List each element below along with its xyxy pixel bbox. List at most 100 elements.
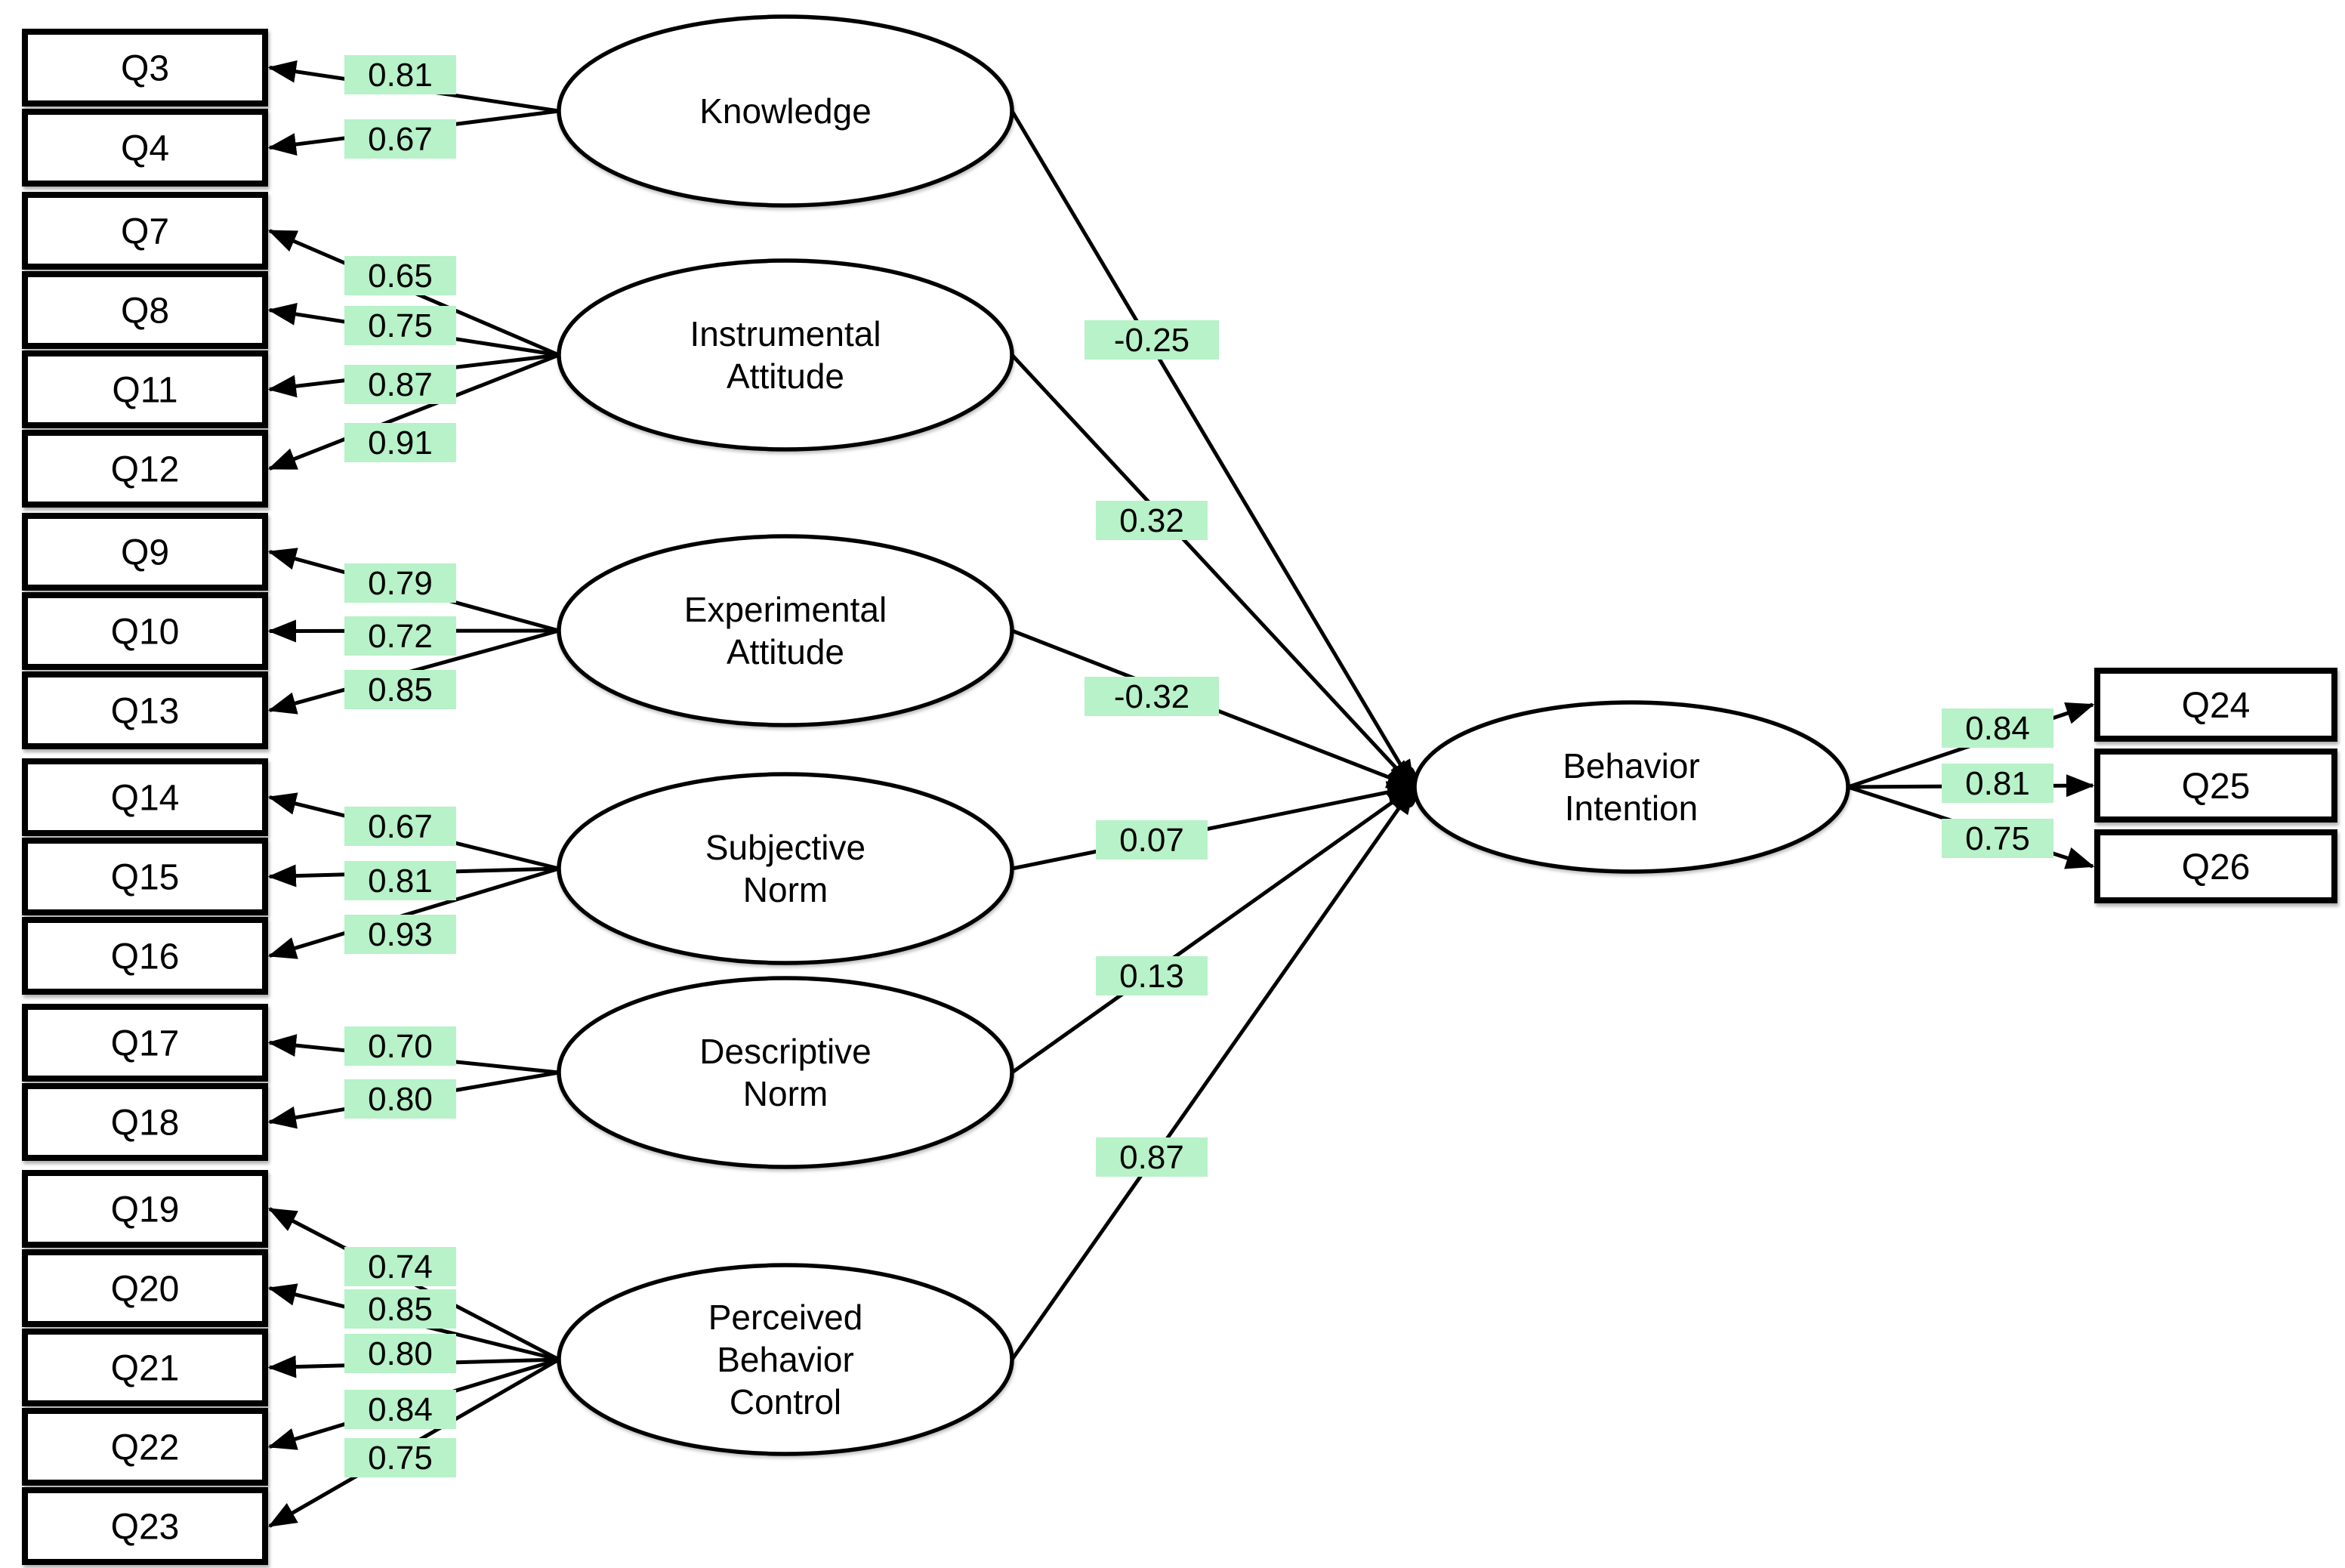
latent-perceived-behavior-control-ellipse <box>557 1263 1014 1456</box>
loading-value-q10-badge <box>344 616 456 656</box>
indicator-box-q14 <box>22 758 268 836</box>
path-coefficient-experimental-attitude: -0.32 <box>1114 678 1189 715</box>
latent-descriptive-norm-label-line: Descriptive <box>699 1032 872 1071</box>
indicator-box-q3 <box>22 29 268 106</box>
loading-value-q4-badge <box>344 119 456 159</box>
path-coefficient-instrumental-attitude: 0.32 <box>1119 502 1184 539</box>
indicator-label-q8: Q8 <box>121 292 169 332</box>
path-arrow-instrumental-attitude-to-behavior-intention <box>1011 353 1415 789</box>
outcome-behavior-intention-label-line: Behavior <box>1563 746 1700 786</box>
path-coefficient-perceived-behavior-control: 0.87 <box>1119 1139 1184 1176</box>
latent-instrumental-attitude-label-line: Instrumental <box>690 314 881 353</box>
indicator-box-q24 <box>2094 668 2337 742</box>
latent-experimental-attitude-label-line: Attitude <box>727 632 844 671</box>
indicator-label-q10: Q10 <box>111 613 180 653</box>
indicator-label-q17: Q17 <box>111 1024 180 1064</box>
indicator-label-q24: Q24 <box>2182 686 2251 726</box>
path-coefficient-subjective-norm: 0.07 <box>1119 822 1184 859</box>
indicator-box-q11 <box>22 350 268 428</box>
indicator-label-q9: Q9 <box>121 533 169 573</box>
loading-value-q18-badge <box>344 1079 456 1119</box>
path-coefficient-descriptive-norm: 0.13 <box>1119 958 1184 995</box>
loading-value-q13-badge <box>344 670 456 709</box>
loading-value-q17-badge <box>344 1026 456 1066</box>
loading-value-q26: 0.75 <box>1965 820 2030 857</box>
latent-experimental-attitude-ellipse <box>557 534 1014 727</box>
latent-descriptive-norm-ellipse <box>557 976 1014 1169</box>
latent-perceived-behavior-control-label-line: Control <box>730 1382 841 1421</box>
indicator-label-q23: Q23 <box>111 1508 180 1548</box>
indicator-box-q13 <box>22 671 268 749</box>
loading-value-q9-badge <box>344 563 456 603</box>
loading-value-q11: 0.87 <box>368 366 433 403</box>
path-coefficient-experimental-attitude-badge <box>1085 677 1219 716</box>
indicator-box-q17 <box>22 1004 268 1082</box>
path-coefficient-perceived-behavior-control-badge <box>1096 1137 1208 1177</box>
coefficient-badge-layer: -0.250.810.670.320.650.750.870.91-0.320.… <box>344 55 2053 1477</box>
indicator-box-q12 <box>22 430 268 508</box>
outcome-behavior-intention-label-line: Intention <box>1565 789 1698 828</box>
loading-value-q3: 0.81 <box>368 57 433 94</box>
loading-value-q8: 0.75 <box>368 307 433 344</box>
loading-value-q18: 0.80 <box>368 1081 433 1118</box>
loading-value-q19-badge <box>344 1247 456 1286</box>
indicator-label-q19: Q19 <box>111 1190 180 1230</box>
latent-perceived-behavior-control-label-line: Perceived <box>708 1298 863 1337</box>
loading-value-q23-badge <box>344 1438 456 1477</box>
latent-perceived-behavior-control-label-line: Behavior <box>717 1340 854 1379</box>
indicator-label-q12: Q12 <box>111 450 180 490</box>
loading-value-q14-badge <box>344 807 456 846</box>
latent-knowledge-label: Knowledge <box>699 91 872 131</box>
loading-arrow-instrumental-attitude-to-q12 <box>267 353 560 471</box>
latent-subjective-norm-label-line: Norm <box>743 870 828 909</box>
indicator-label-q15: Q15 <box>111 858 180 898</box>
indicator-label-q3: Q3 <box>121 49 169 89</box>
loading-value-q24: 0.84 <box>1965 710 2030 747</box>
latent-subjective-norm-ellipse <box>557 772 1014 965</box>
indicator-label-q7: Q7 <box>121 212 169 252</box>
arrow-convergence-blob <box>1402 767 1418 807</box>
indicator-label-q14: Q14 <box>111 779 180 819</box>
latent-knowledge-label-line: Knowledge <box>699 91 872 131</box>
indicator-box-q19 <box>22 1170 268 1248</box>
indicator-box-q10 <box>22 592 268 670</box>
loading-value-q20-badge <box>344 1289 456 1329</box>
indicator-box-q4 <box>22 109 268 187</box>
latent-experimental-attitude-label-line: Experimental <box>684 590 887 629</box>
indicator-box-q23 <box>22 1487 268 1565</box>
loading-value-q12-badge <box>344 423 456 462</box>
path-coefficient-subjective-norm-badge <box>1096 820 1208 860</box>
loading-value-q21: 0.80 <box>368 1335 433 1372</box>
indicator-box-q26 <box>2094 829 2337 903</box>
path-arrow-descriptive-norm-to-behavior-intention <box>1011 785 1416 1075</box>
loading-value-q20: 0.85 <box>368 1291 433 1328</box>
indicator-box-q7 <box>22 192 268 270</box>
latent-descriptive-norm-label-line: Norm <box>743 1074 828 1113</box>
indicator-box-q16 <box>22 917 268 995</box>
indicator-box-q15 <box>22 838 268 915</box>
loading-value-q15-badge <box>344 861 456 900</box>
loading-value-q21-badge <box>344 1334 456 1373</box>
loading-value-q22: 0.84 <box>368 1391 433 1428</box>
loading-value-q10: 0.72 <box>368 618 433 655</box>
path-arrow-knowledge-to-behavior-intention <box>1010 110 1416 789</box>
loading-value-q25: 0.81 <box>1965 765 2030 802</box>
indicator-box-q22 <box>22 1408 268 1486</box>
loading-value-q25-badge <box>1942 764 2053 803</box>
indicator-label-q25: Q25 <box>2182 767 2251 807</box>
indicator-label-q20: Q20 <box>111 1270 180 1310</box>
path-coefficient-knowledge: -0.25 <box>1114 322 1189 359</box>
indicator-box-q20 <box>22 1249 268 1327</box>
indicator-box-q18 <box>22 1083 268 1161</box>
loading-arrow-subjective-norm-to-q16 <box>267 866 560 959</box>
latent-knowledge-ellipse <box>557 14 1014 208</box>
indicator-box-q21 <box>22 1329 268 1406</box>
loading-value-q23: 0.75 <box>368 1440 433 1477</box>
loading-value-q7-badge <box>344 256 456 295</box>
